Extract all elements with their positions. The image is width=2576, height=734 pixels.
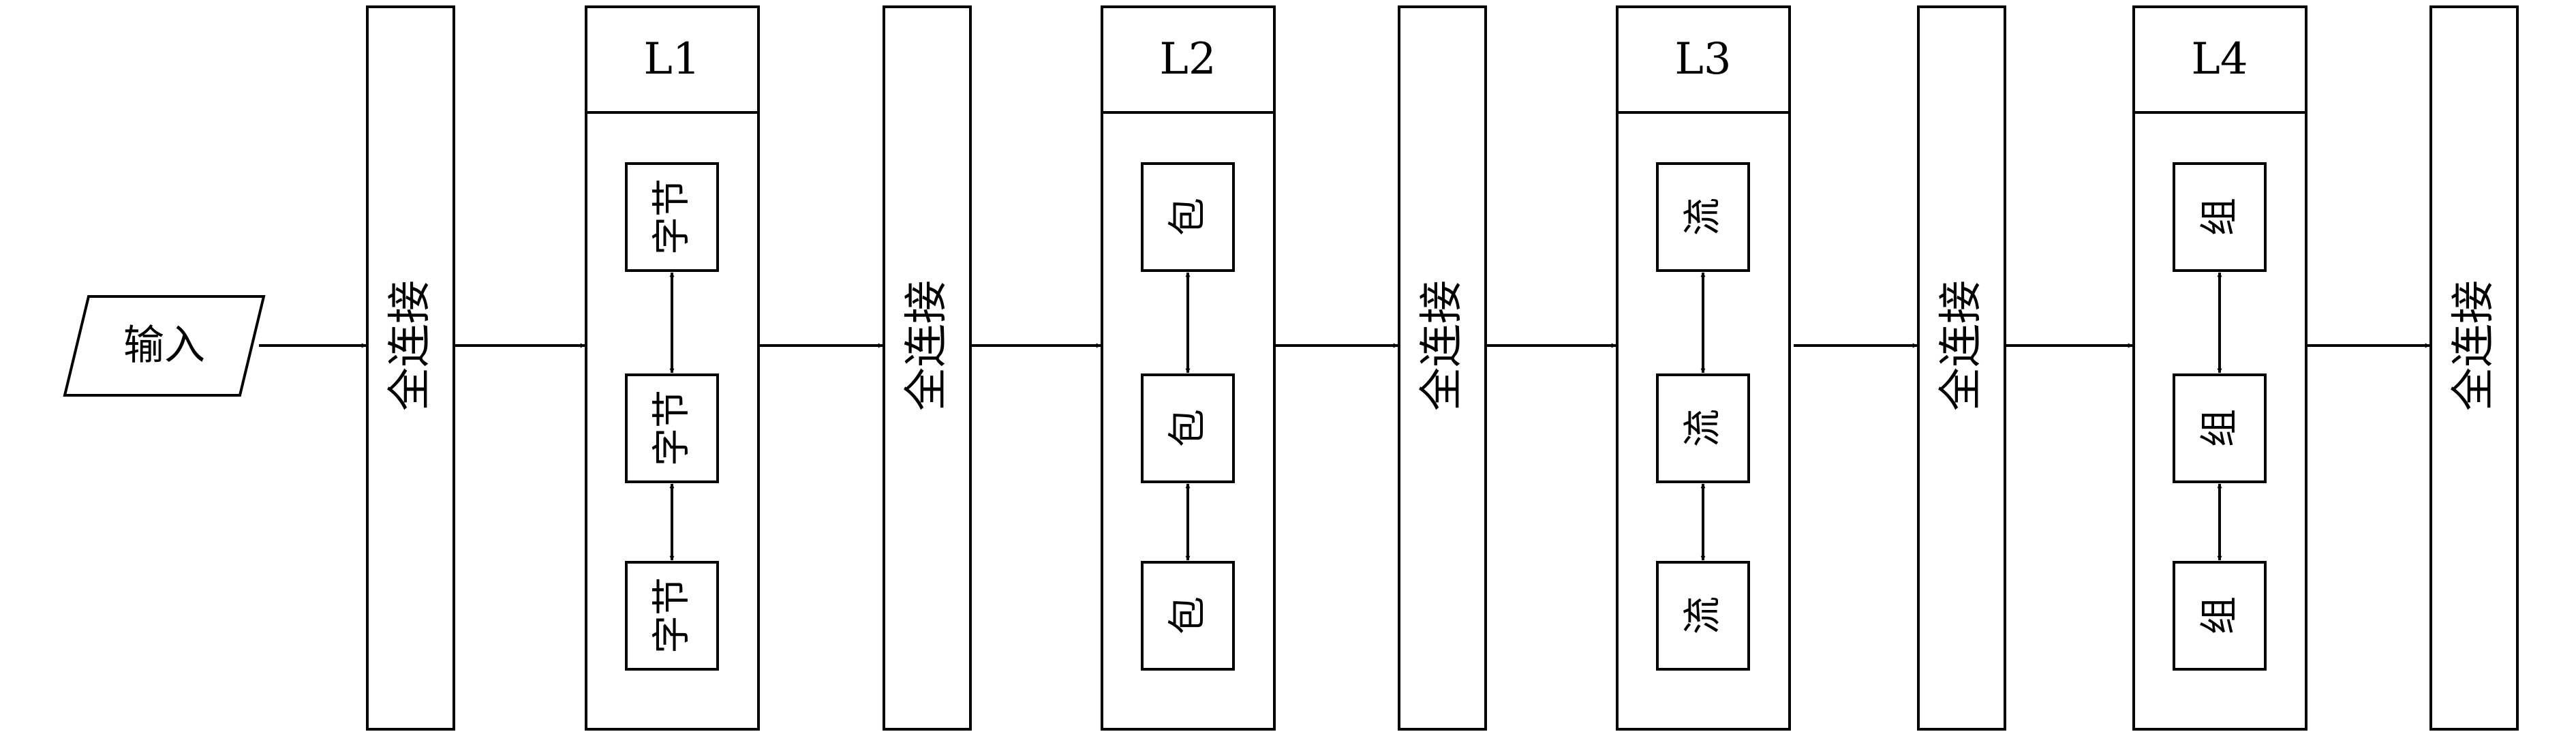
fc-column-1: 全连接 bbox=[366, 5, 455, 731]
unit-box bbox=[1141, 561, 1235, 671]
unit-label: 字节 bbox=[650, 577, 694, 654]
fc-column-5: 全连接 bbox=[2429, 5, 2519, 731]
unit-box bbox=[2173, 162, 2267, 272]
layer-l2: L2 包 包 包 bbox=[1101, 5, 1276, 731]
fc-label: 全连接 bbox=[1417, 280, 1467, 411]
unit-box bbox=[1141, 162, 1235, 272]
unit-label: 流 bbox=[1681, 596, 1726, 634]
unit-box bbox=[625, 561, 719, 671]
layer-l3: L3 流 流 流 bbox=[1616, 5, 1791, 731]
fc-label: 全连接 bbox=[2449, 280, 2499, 411]
unit-label: 组 bbox=[2198, 596, 2242, 634]
unit-box bbox=[1141, 373, 1235, 483]
unit-box bbox=[1656, 561, 1750, 671]
unit-label: 包 bbox=[1166, 409, 1210, 447]
fc-column-4: 全连接 bbox=[1917, 5, 2006, 731]
unit-label: 流 bbox=[1681, 198, 1726, 236]
unit-box bbox=[1656, 162, 1750, 272]
unit-box bbox=[2173, 561, 2267, 671]
fc-column-3: 全连接 bbox=[1398, 5, 1487, 731]
unit-label: 字节 bbox=[650, 179, 694, 255]
unit-label: 包 bbox=[1166, 198, 1210, 236]
layer-l4: L4 组 组 组 bbox=[2132, 5, 2307, 731]
unit-label: 组 bbox=[2198, 198, 2242, 236]
layer-title: L3 bbox=[1674, 34, 1731, 85]
unit-label: 字节 bbox=[650, 390, 694, 466]
unit-box bbox=[625, 162, 719, 272]
input-node: 输入 bbox=[63, 295, 266, 397]
unit-box bbox=[2173, 373, 2267, 483]
unit-label: 组 bbox=[2198, 409, 2242, 447]
layer-title: L2 bbox=[1159, 34, 1216, 85]
layer-title: L1 bbox=[643, 34, 700, 85]
input-shape bbox=[63, 295, 266, 397]
unit-label: 包 bbox=[1166, 596, 1210, 634]
layer-title: L4 bbox=[2191, 34, 2248, 85]
unit-box bbox=[1656, 373, 1750, 483]
fc-label: 全连接 bbox=[385, 280, 435, 411]
fc-column-2: 全连接 bbox=[883, 5, 972, 731]
fc-label: 全连接 bbox=[1936, 280, 1987, 411]
layer-l1: L1 字节 字节 字节 bbox=[585, 5, 760, 731]
input-label: 输入 bbox=[123, 322, 205, 369]
fc-label: 全连接 bbox=[902, 280, 952, 411]
unit-label: 流 bbox=[1681, 409, 1726, 447]
unit-box bbox=[625, 373, 719, 483]
